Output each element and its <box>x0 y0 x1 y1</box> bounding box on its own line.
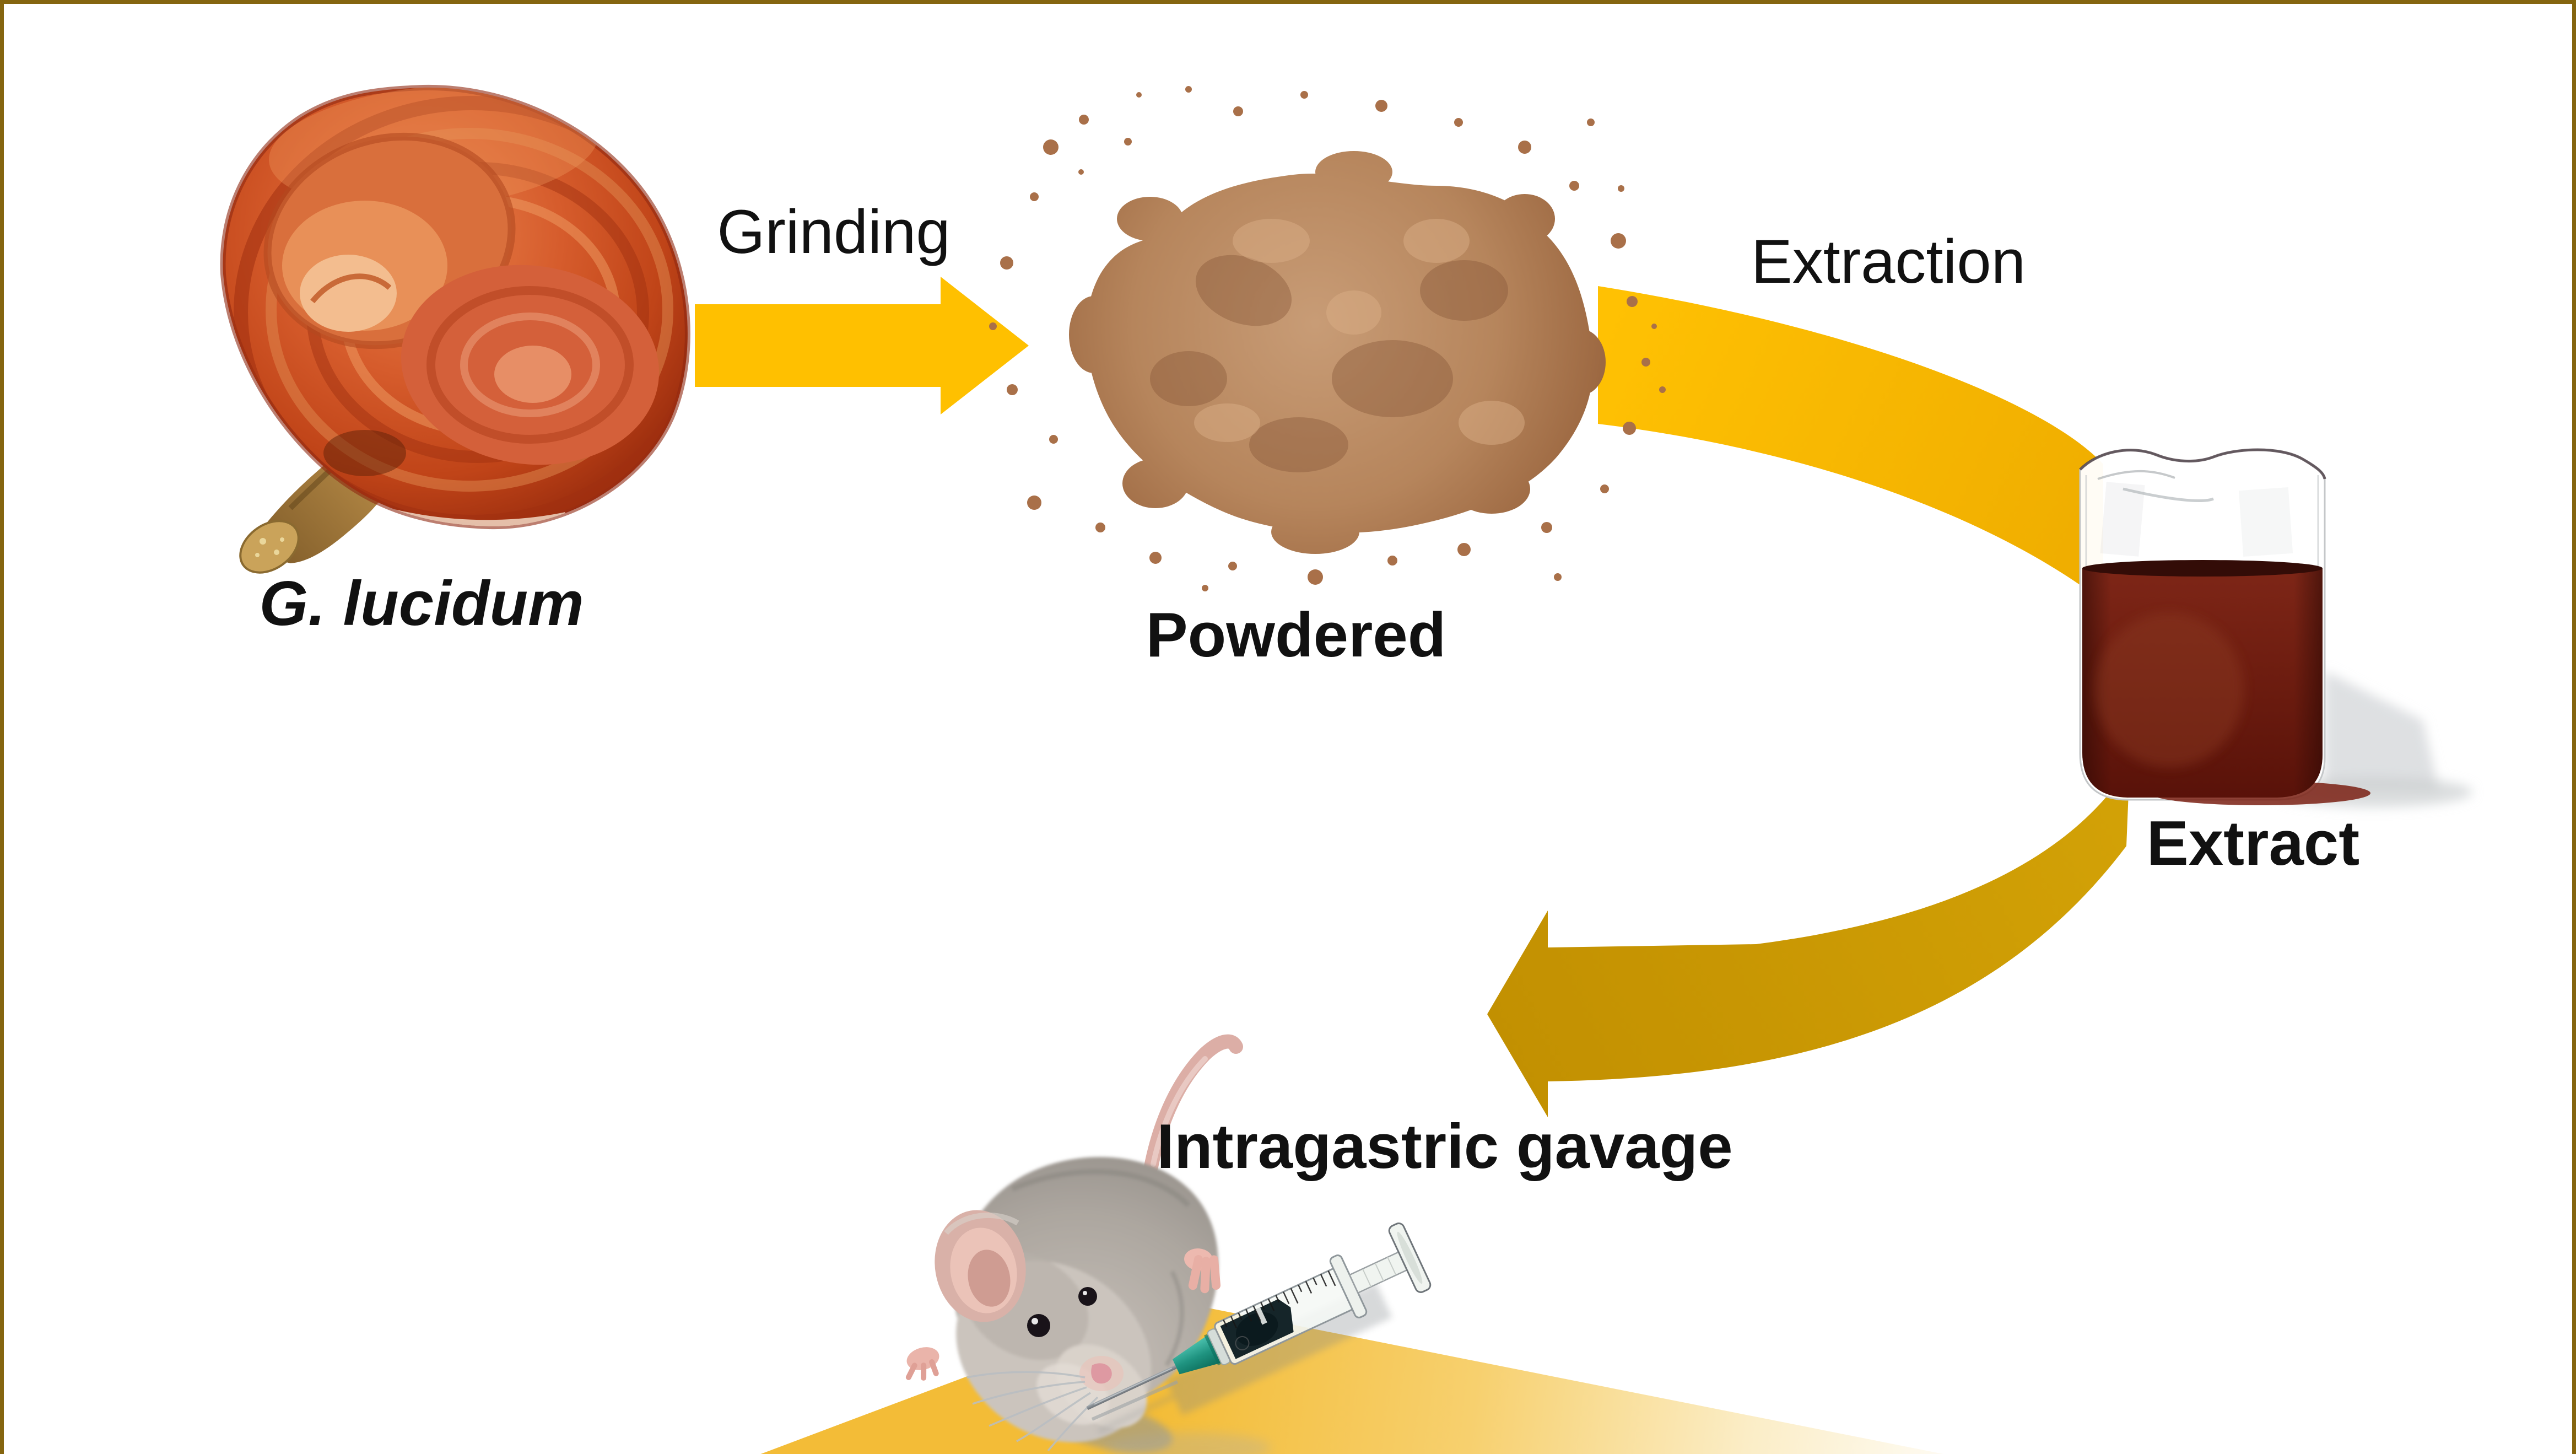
mouse-hind-paw <box>1184 1248 1221 1294</box>
gavage-arrowhead <box>1487 766 2130 1117</box>
syringe-illustration <box>1086 1223 1432 1434</box>
beaker-illustration <box>2079 448 2472 807</box>
powder-speckles <box>989 86 1666 591</box>
beaker-rim <box>2079 448 2326 480</box>
powder-illustration <box>989 86 1666 591</box>
mouse-ear <box>935 1210 1026 1322</box>
syringe-graduations <box>1223 1270 1336 1329</box>
mouse-front-paw <box>905 1347 939 1381</box>
mouse-nose <box>1091 1363 1112 1384</box>
label-extract: Extract <box>2146 809 2360 879</box>
diagram-art <box>220 84 2472 1454</box>
label-intragastric-gavage: Intragastric gavage <box>1157 1112 1733 1182</box>
label-extraction: Extraction <box>1751 227 2026 296</box>
label-g-lucidum: G. lucidum <box>259 569 584 639</box>
mushroom-illustration <box>220 84 690 574</box>
mouse-whiskers <box>966 1371 1099 1452</box>
label-powdered: Powdered <box>1146 600 1446 670</box>
mouse-illustration <box>905 1034 1271 1454</box>
gavage-arrow <box>1487 766 2130 1117</box>
extraction-arrow <box>1598 286 2103 602</box>
mouse-eye <box>1027 1287 1097 1337</box>
mushroom-cap <box>220 84 690 530</box>
mouse-tail <box>1144 1034 1243 1174</box>
beaker-liquid <box>2082 560 2323 798</box>
label-grinding: Grinding <box>717 197 951 266</box>
grinding-arrow <box>695 277 1029 414</box>
